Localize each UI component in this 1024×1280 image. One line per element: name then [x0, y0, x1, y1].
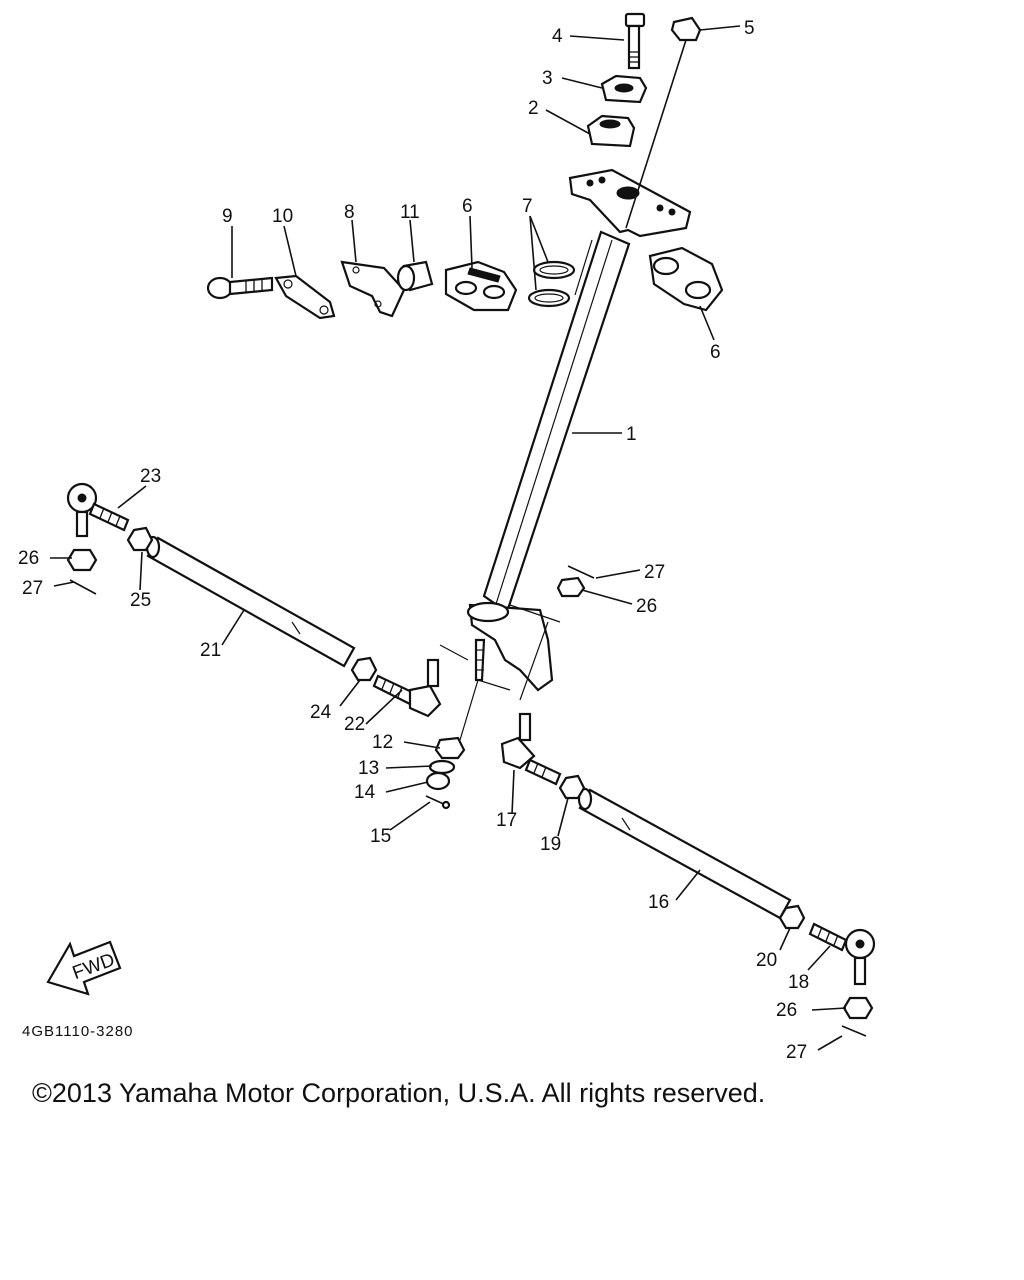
- cotter-pin-top: [567, 565, 595, 579]
- tie-rod-left: [145, 535, 356, 668]
- callout-9: 9: [222, 206, 233, 227]
- nut-24: [350, 656, 378, 682]
- washer-13: [428, 759, 456, 775]
- nut-19: [558, 774, 586, 800]
- callout-13: 13: [358, 758, 379, 779]
- callout-20: 20: [756, 950, 777, 971]
- nut-14: [425, 771, 451, 791]
- tie-rod-end-inner-right: [500, 712, 562, 786]
- steering-column-shaft: [439, 230, 631, 741]
- callout-4: 4: [552, 26, 563, 47]
- callout-1: 1: [626, 424, 637, 445]
- holder-lower: [586, 114, 636, 148]
- cotter-pin-left: [69, 579, 97, 595]
- callout-6-left: 6: [462, 196, 473, 217]
- leader-lines: [50, 25, 847, 1051]
- callout-12: 12: [372, 732, 393, 753]
- callout-25: 25: [130, 590, 151, 611]
- tie-rod-end-outer-right: [808, 922, 876, 986]
- cotter-pin-15: [425, 795, 451, 810]
- nut-12: [434, 736, 466, 760]
- callout-22: 22: [344, 714, 365, 735]
- callout-21: 21: [200, 640, 221, 661]
- callout-26-right: 26: [776, 1000, 797, 1021]
- callout-26-top: 26: [636, 596, 657, 617]
- callout-19: 19: [540, 834, 561, 855]
- bolt: [206, 276, 274, 300]
- tie-rod-right: [577, 787, 792, 920]
- holder-upper: [600, 74, 648, 104]
- cotter-pin-right: [841, 1025, 867, 1037]
- nut-20: [778, 904, 806, 930]
- callout-2: 2: [528, 98, 539, 119]
- callout-14: 14: [354, 782, 376, 803]
- callout-16: 16: [648, 892, 669, 913]
- callout-11: 11: [400, 202, 420, 223]
- diagram-code: 4GB1110-3280: [22, 1023, 134, 1040]
- callout-27-right: 27: [786, 1042, 807, 1063]
- castle-nut-top: [556, 576, 586, 598]
- callout-24: 24: [310, 702, 332, 723]
- collar: [396, 260, 434, 292]
- column-holder-right: [648, 246, 724, 312]
- callout-6-right: 6: [710, 342, 721, 363]
- castle-nut-left: [66, 548, 98, 572]
- holder-bolt: [624, 12, 646, 70]
- upper-bracket-plate: [568, 168, 692, 238]
- tie-rod-end-inner-left: [372, 658, 442, 718]
- callout-27-top: 27: [644, 562, 665, 583]
- cap: [670, 16, 702, 42]
- tie-rod-end-outer-left: [66, 482, 130, 538]
- callout-10: 10: [272, 206, 293, 227]
- callout-3: 3: [542, 68, 553, 89]
- nut-25: [126, 526, 154, 552]
- callout-26-left: 26: [18, 548, 39, 569]
- bushing-pair: [527, 260, 576, 308]
- forward-arrow-icon: FWD: [46, 940, 122, 996]
- callout-7: 7: [522, 196, 533, 217]
- callout-5: 5: [744, 18, 755, 39]
- callout-27-left: 27: [22, 578, 43, 599]
- callout-labels: 4 5 3 2 9 10 8 11 6 7 6 1 23 26 27 25 21…: [18, 18, 809, 1063]
- callout-15: 15: [370, 826, 391, 847]
- callout-23: 23: [140, 466, 161, 487]
- castle-nut-right: [842, 996, 874, 1020]
- callout-18: 18: [788, 972, 809, 993]
- lock-plate: [340, 260, 406, 318]
- callout-17: 17: [496, 810, 517, 831]
- column-holder-left: [444, 260, 518, 312]
- callout-8: 8: [344, 202, 355, 223]
- copyright-notice: ©2013 Yamaha Motor Corporation, U.S.A. A…: [32, 1078, 766, 1108]
- lock-washer: [274, 274, 336, 320]
